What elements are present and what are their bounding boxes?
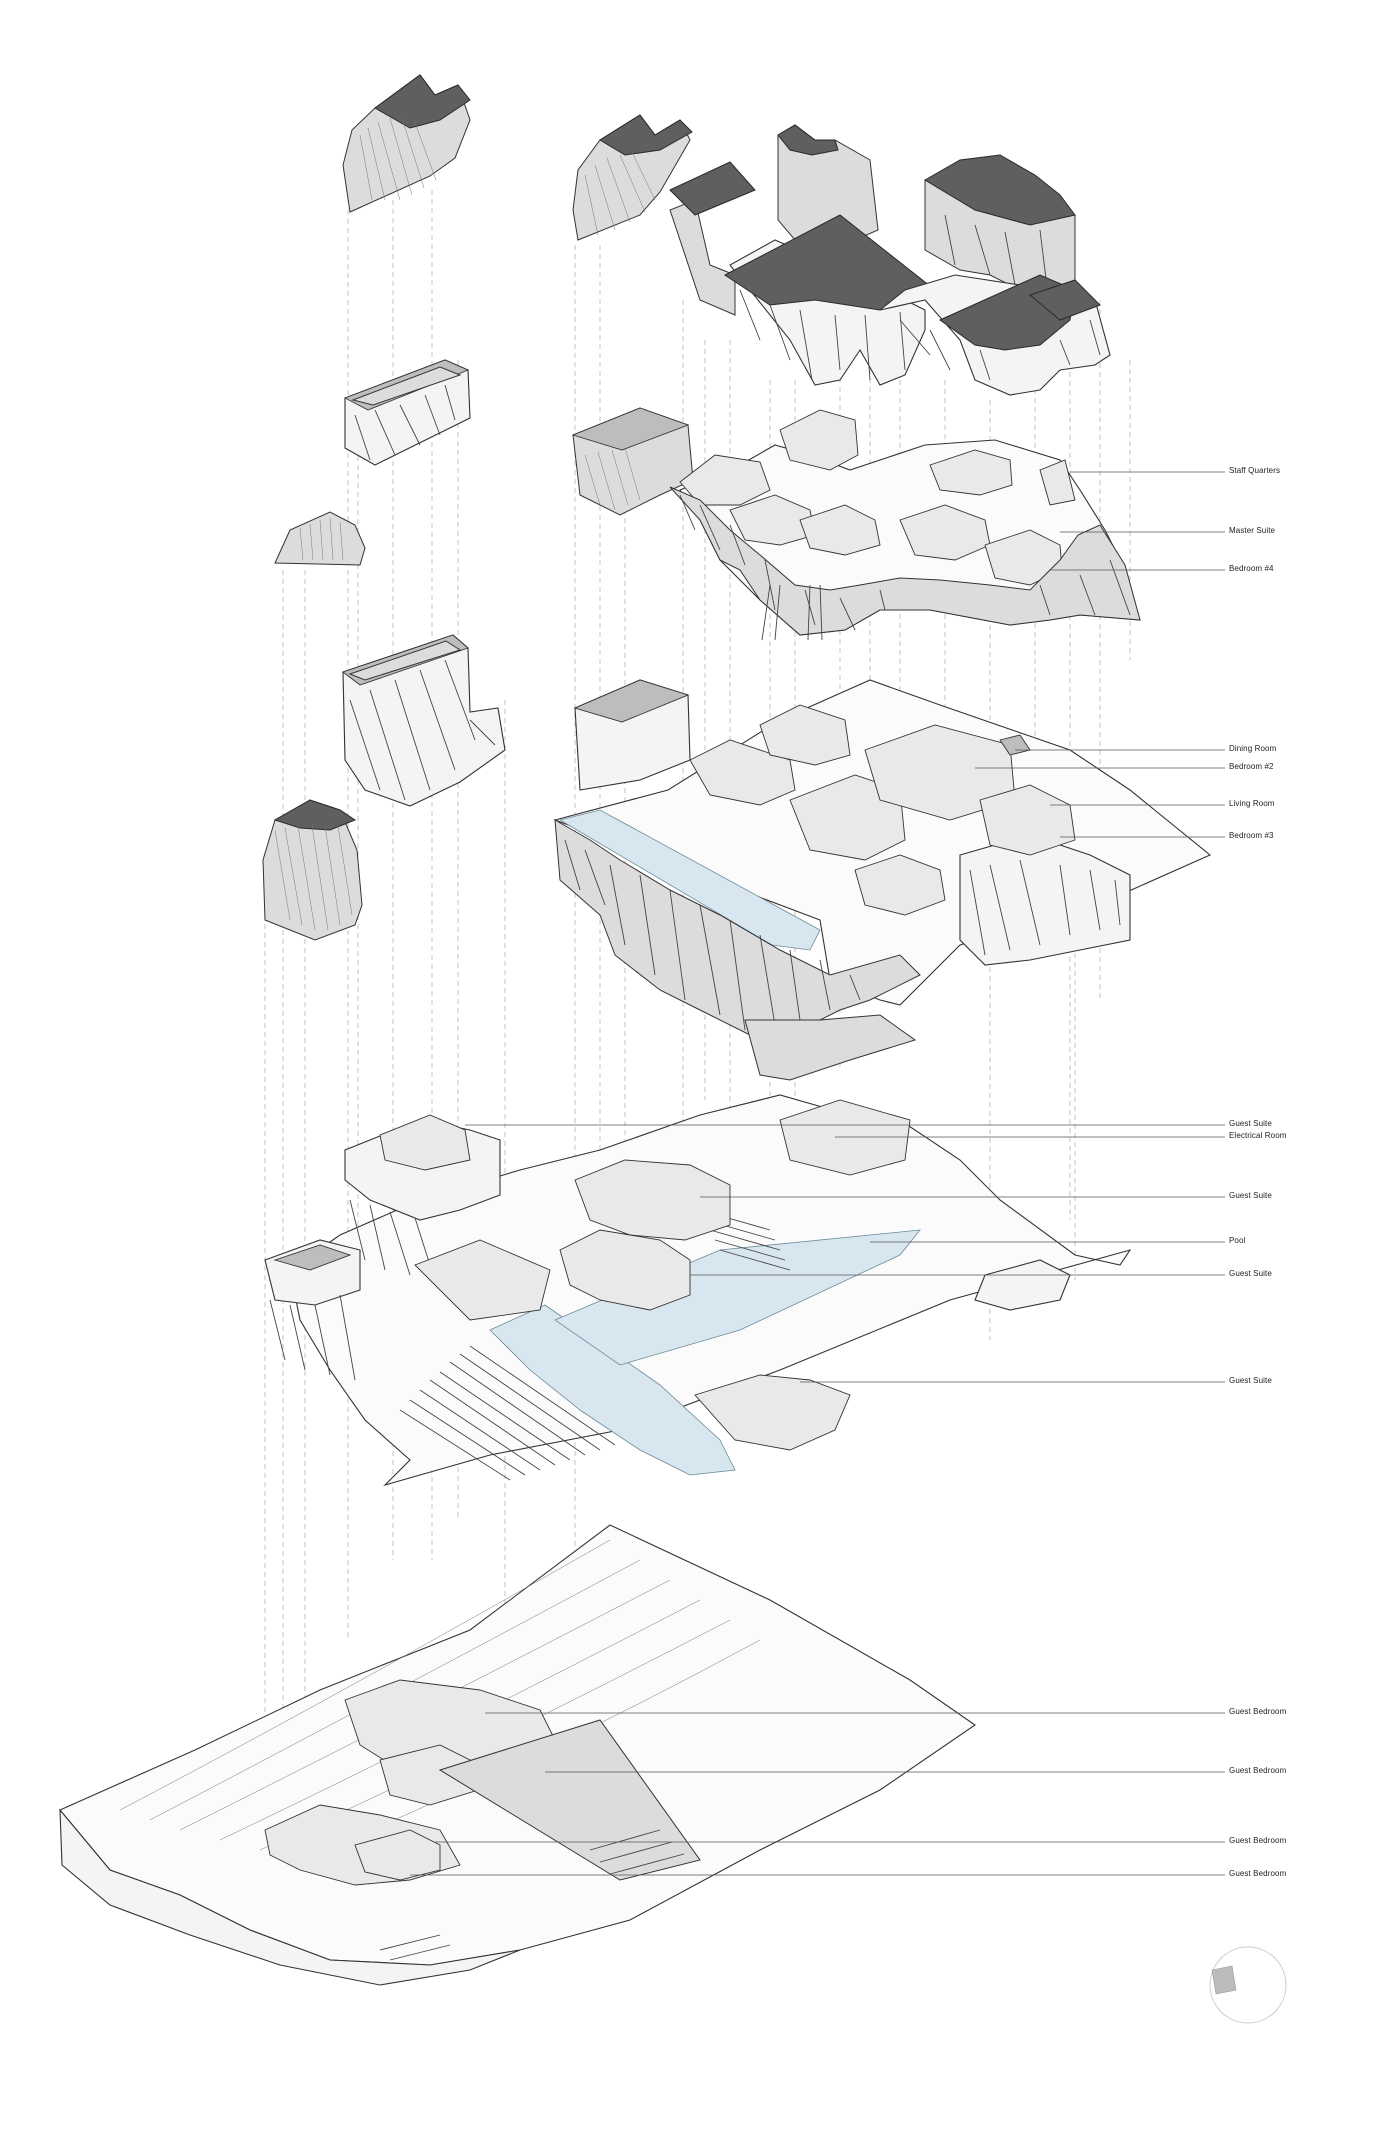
- label-guest-suite-4: Guest Suite: [1229, 1376, 1272, 1385]
- volume-small-1: [274, 511, 366, 566]
- label-pool: Pool: [1229, 1236, 1246, 1245]
- label-master-suite: Master Suite: [1229, 526, 1276, 535]
- level-terrain: [59, 1524, 976, 1986]
- north-arrow-icon: [1209, 1946, 1287, 2024]
- roof-mass-cluster: [572, 114, 1111, 396]
- leader-lines: [410, 471, 1225, 1876]
- label-living-room: Living Room: [1229, 799, 1275, 808]
- roof-mass-left: [342, 74, 471, 213]
- pool-level-structures: [264, 1014, 1071, 1451]
- label-bedroom-2: Bedroom #2: [1229, 762, 1274, 771]
- label-guest-suite-3: Guest Suite: [1229, 1269, 1272, 1278]
- label-guest-bedroom-1: Guest Bedroom: [1229, 1707, 1287, 1716]
- label-bedroom-3: Bedroom #3: [1229, 831, 1274, 840]
- label-bedroom-4: Bedroom #4: [1229, 564, 1274, 573]
- isolated-volumes: [262, 359, 506, 941]
- label-guest-bedroom-3: Guest Bedroom: [1229, 1836, 1287, 1845]
- roof-level: [342, 74, 1111, 396]
- basement-rooms: [264, 1679, 701, 1961]
- label-staff-quarters: Staff Quarters: [1229, 466, 1281, 475]
- main-floor-rooms: [689, 704, 1076, 916]
- label-guest-suite-2: Guest Suite: [1229, 1191, 1272, 1200]
- volume-textured: [262, 799, 363, 941]
- label-guest-suite-1: Guest Suite: [1229, 1119, 1272, 1128]
- label-guest-bedroom-2: Guest Bedroom: [1229, 1766, 1287, 1775]
- volume-box-2: [342, 634, 506, 807]
- label-electrical-room: Electrical Room: [1229, 1131, 1287, 1140]
- label-guest-bedroom-4: Guest Bedroom: [1229, 1869, 1287, 1878]
- label-dining-room: Dining Room: [1229, 744, 1277, 753]
- volume-box-1: [343, 359, 471, 466]
- level-main-floor: [553, 679, 1212, 1036]
- upper-rooms: [679, 409, 1076, 586]
- upper-left-box: [571, 407, 694, 516]
- level-pool: [264, 1014, 1132, 1487]
- level-upper-floor: [571, 407, 1141, 641]
